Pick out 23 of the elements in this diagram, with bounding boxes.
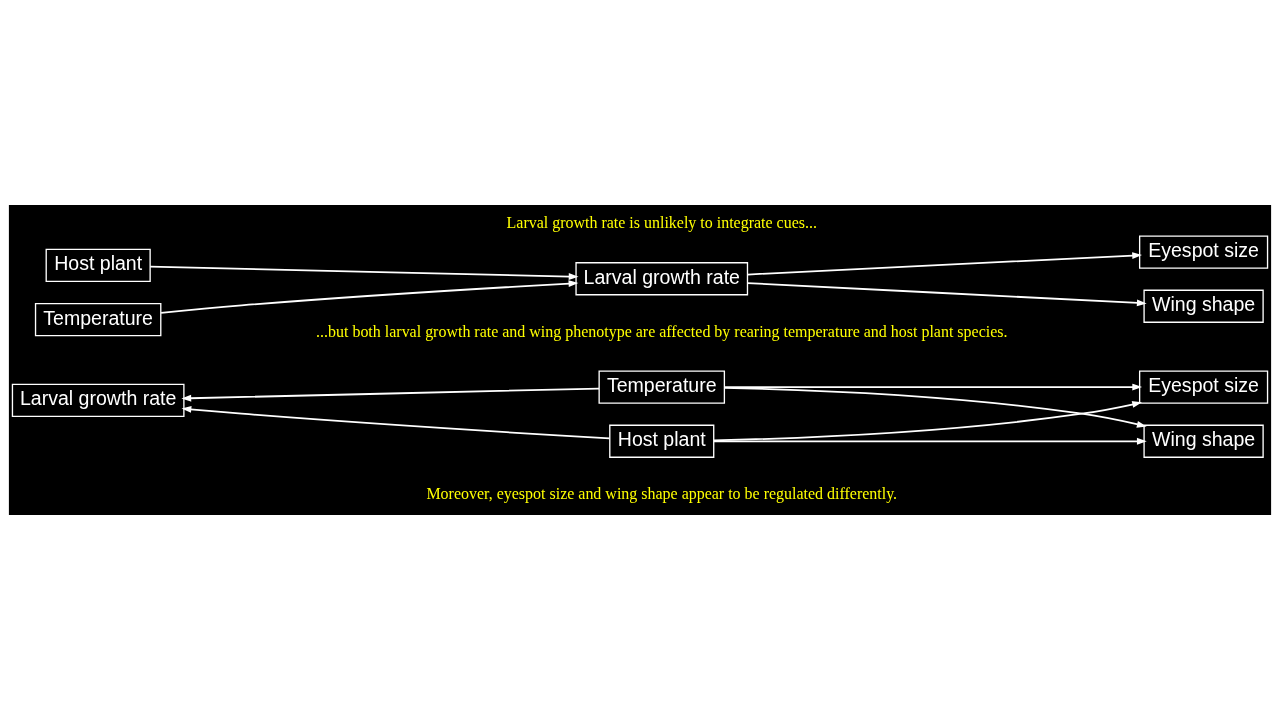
arrow: [713, 401, 1143, 442]
node-box: Wing shape: [1143, 424, 1264, 458]
arrow: [713, 437, 1147, 445]
node-box: Eyespot size: [1138, 370, 1269, 404]
node-box: Eyespot size: [1138, 235, 1269, 269]
node-box: Larval growth rate: [11, 383, 185, 418]
node-box: Temperature: [34, 302, 162, 337]
node-box: Wing shape: [1143, 289, 1264, 323]
arrow: [723, 383, 1143, 391]
arrow: [181, 406, 611, 440]
arrow: [746, 252, 1142, 276]
label: Larval growth rate is unlikely to integrate cues...: [506, 214, 817, 232]
node-box: Temperature: [598, 370, 726, 404]
arrow: [723, 387, 1147, 428]
arrow: [181, 387, 600, 402]
arrow: [160, 280, 579, 314]
label: ...but both larval growth rate and wing phenotype are affected by rearing temperature and host plant species.: [316, 322, 1008, 340]
label: Moreover, eyespot size and wing shape appear to be regulated differently.: [426, 485, 898, 503]
node-box: Host plant: [609, 424, 715, 458]
node-box: Host plant: [45, 248, 151, 283]
arrow: [149, 265, 579, 280]
arrow: [746, 282, 1147, 307]
node-box: Larval growth rate: [575, 262, 749, 296]
